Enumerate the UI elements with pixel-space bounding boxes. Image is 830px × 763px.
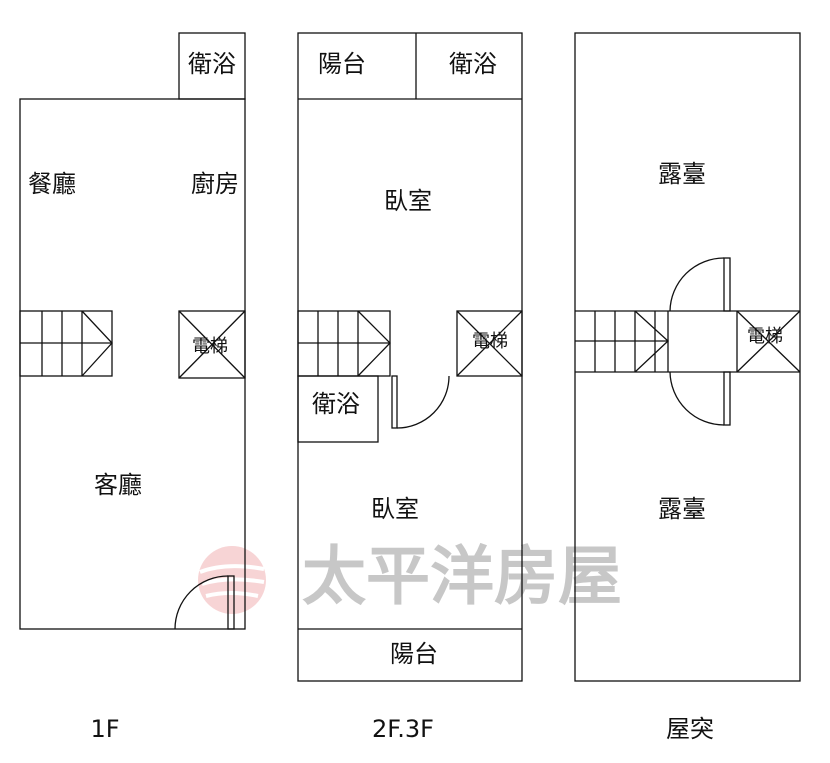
room-bath-1f [178,32,246,100]
watermark-text: 太平洋房屋 [302,540,622,615]
label-bedroom-2: 臥室 [371,495,419,523]
elevator-2f [456,310,523,377]
stairs-roof [575,310,669,373]
label-bedroom-1: 臥室 [384,187,432,215]
door-roof-lower [669,371,731,426]
label-balcony-bottom: 陽台 [390,640,438,668]
elevator-1f [178,310,246,379]
label-living: 客廳 [94,471,142,499]
floor-roof: 露臺 電梯 露臺 屋突 [574,32,801,743]
label-dining: 餐廳 [28,170,76,198]
label-balcony-top: 陽台 [318,50,366,78]
label-bath-1f: 衛浴 [188,50,236,78]
label-kitchen: 廚房 [191,170,239,198]
label-elevator-2f: 電梯 [472,331,508,352]
floor-roof-outline [574,32,801,682]
elevator-roof [736,310,801,373]
label-terrace-2: 露臺 [658,495,706,523]
label-elevator-roof: 電梯 [747,326,783,347]
watermark: 太平洋房屋 [198,540,622,615]
door-roof-upper [669,257,731,312]
floor-1f: 衛浴 餐廳 廚房 電梯 客廳 1F [19,32,246,743]
label-bath-mid: 衛浴 [312,390,360,418]
door-2f [391,375,450,429]
stairs-1f [19,310,113,377]
caption-roof: 屋突 [666,715,714,743]
label-bath-top: 衛浴 [449,50,497,78]
floor-2f: 陽台 衛浴 臥室 電梯 衛浴 臥室 陽台 2F.3F [297,32,523,743]
label-terrace-1: 露臺 [658,160,706,188]
label-elevator-1f: 電梯 [192,336,228,357]
stairs-2f [297,310,391,377]
caption-1f: 1F [90,715,119,743]
watermark-logo-icon [198,546,266,614]
door-1f [174,575,235,630]
caption-2f: 2F.3F [372,715,434,743]
